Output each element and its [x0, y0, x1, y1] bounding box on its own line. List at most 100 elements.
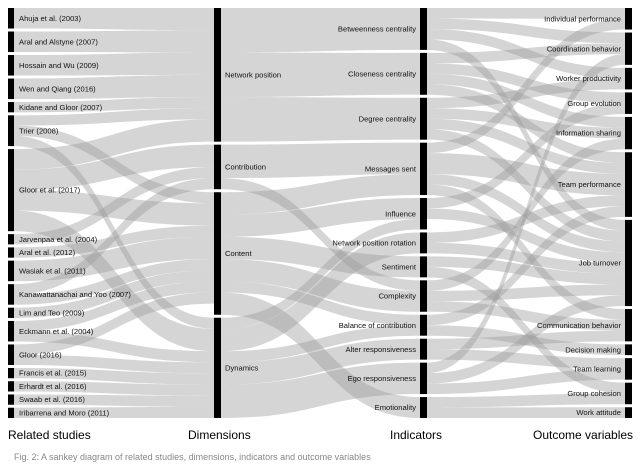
flow-aral-et-al-2012-to-content [14, 225, 214, 258]
flow-eckmann-et-al-2004-to-dynamics [14, 331, 214, 363]
flow-closeness-centrality-to-group-evolution [427, 63, 625, 104]
flow-closeness-centrality-to-coordination-behavior [427, 43, 625, 64]
studies-node-jarvenpaa-et-al-2004 [8, 234, 14, 245]
flow-iribarrena-and-moro-2011-to-dynamics [14, 406, 214, 418]
indicators-label-betweenness-centrality: Betweenness centrality [338, 25, 416, 34]
outcomes-node-communication-behavior [625, 309, 632, 342]
flow-alter-responsiveness-to-communication-behavior [427, 330, 625, 350]
outcomes-label-coordination-behavior: Coordination behavior [547, 44, 622, 53]
flow-kidane-and-gloor-2007-to-network-position [14, 97, 214, 113]
flow-messages-sent-to-job-turnover [427, 174, 625, 253]
flow-gloor-2016-to-content [14, 292, 214, 355]
indicators-label-degree-centrality: Degree centrality [359, 114, 417, 123]
outcomes-label-group-cohesion: Group cohesion [567, 389, 621, 398]
flow-content-to-sentiment [221, 236, 420, 278]
indicators-node-betweenness-centrality [420, 8, 427, 50]
flow-ego-responsiveness-to-job-turnover [427, 295, 625, 384]
flow-messages-sent-to-team-performance [427, 153, 625, 196]
flow-messages-sent-to-communication-behavior [427, 184, 625, 320]
flow-closeness-centrality-to-team-performance [427, 84, 625, 164]
flow-hossain-and-wu-2009-to-network-position [14, 52, 214, 76]
flow-complexity-to-job-turnover [427, 284, 625, 302]
studies-node-ahuja-et-al-2003 [8, 8, 14, 29]
studies-label-ahuja-et-al-2003: Ahuja et al. (2003) [19, 14, 82, 23]
outcomes-label-group-evolution: Group evolution [567, 99, 621, 108]
studies-label-wasiak-et-al-2011: Wasiak et al. (2011) [19, 267, 86, 276]
flow-betweenness-centrality-to-coordination-behavior [427, 18, 625, 44]
flow-content-to-balance-of-contribution [221, 281, 420, 326]
indicators-label-balance-of-contribution: Balance of contribution [339, 321, 416, 330]
outcomes-node-coordination-behavior [625, 32, 632, 65]
flow-kanawattanachai-and-yoo-2007-to-contribution [14, 178, 214, 295]
indicators-node-messages-sent [420, 142, 427, 196]
outcomes-node-work-attitude [625, 407, 632, 418]
dimensions-label-dynamics: Dynamics [225, 363, 259, 372]
dimensions-node-content [214, 192, 221, 315]
flow-wasiak-et-al-2011-to-content [14, 236, 214, 282]
flow-complexity-to-communication-behavior [427, 301, 625, 331]
studies-label-jarvenpaa-et-al-2004: Jarvenpaa et al. (2004) [19, 235, 98, 244]
indicators-node-ego-responsiveness [420, 362, 427, 395]
outcomes-label-team-learning: Team learning [573, 365, 621, 374]
studies-node-francis-et-al-2015 [8, 367, 14, 379]
studies-label-aral-and-alstyne-2007: Aral and Alstyne (2007) [19, 37, 98, 46]
studies-node-aral-et-al-2012 [8, 247, 14, 258]
flow-network-position-rotation-to-team-performance [427, 195, 625, 243]
outcomes-node-individual-performance [625, 8, 632, 30]
indicators-node-balance-of-contribution [420, 314, 427, 336]
flow-closeness-centrality-to-information-sharing [427, 73, 625, 128]
outcomes-label-worker-productivity: Worker productivity [556, 74, 621, 83]
flow-swaab-et-al-2016-to-dynamics [14, 394, 214, 407]
flow-sentiment-to-job-turnover [427, 256, 625, 285]
flow-wen-and-qiang-2016-to-network-position [14, 74, 214, 100]
indicators-label-complexity: Complexity [378, 292, 416, 301]
studies-node-wasiak-et-al-2011 [8, 260, 14, 282]
flow-betweenness-centrality-to-job-turnover [427, 39, 625, 231]
studies-label-iribarrena-and-moro-2011: Iribarrena and Moro (2011) [19, 408, 110, 417]
flow-ahuja-et-al-2003-to-network-position [14, 8, 214, 31]
flow-degree-centrality-to-information-sharing [427, 108, 625, 139]
indicators-node-emotionality [420, 397, 427, 418]
flow-influence-to-group-evolution [427, 103, 625, 209]
flow-francis-et-al-2015-to-dynamics [14, 367, 214, 385]
studies-node-aral-and-alstyne-2007 [8, 31, 14, 53]
flow-gloor-et-al-2017-to-contribution [14, 144, 214, 191]
flow-emotionality-to-group-cohesion [427, 393, 625, 408]
studies-node-hossain-and-wu-2009 [8, 55, 14, 76]
studies-node-lim-and-teo-2009 [8, 307, 14, 318]
heading-related-studies: Related studies [8, 428, 91, 442]
studies-label-francis-et-al-2015: Francis et al. (2015) [19, 369, 87, 378]
flow-betweenness-centrality-to-individual-performance [427, 8, 625, 19]
outcomes-node-group-evolution [625, 92, 632, 114]
indicators-node-alter-responsiveness [420, 338, 427, 360]
indicators-label-messages-sent: Messages sent [365, 164, 417, 173]
dimensions-label-contribution: Contribution [225, 163, 266, 172]
heading-indicators: Indicators [390, 428, 442, 442]
indicators-node-network-position-rotation [420, 232, 427, 254]
flow-trier-2008-to-content [14, 125, 214, 204]
flow-network-position-rotation-to-job-turnover [427, 242, 625, 274]
flow-alter-responsiveness-to-team-learning [427, 349, 625, 369]
flow-betweenness-centrality-to-worker-productivity [427, 28, 625, 79]
flow-gloor-et-al-2017-to-content [14, 190, 214, 226]
flow-dynamics-to-network-position-rotation [221, 232, 420, 352]
studies-label-aral-et-al-2012: Aral et al. (2012) [19, 248, 76, 257]
flow-ego-responsiveness-to-team-learning [427, 368, 625, 395]
outcomes-node-job-turnover [625, 219, 632, 307]
flow-degree-centrality-to-job-turnover [427, 129, 625, 242]
indicators-label-emotionality: Emotionality [375, 403, 417, 412]
flow-lim-and-teo-2009-to-content [14, 270, 214, 318]
studies-node-kanawattanachai-and-yoo-2007 [8, 284, 14, 305]
flow-contribution-to-complexity [221, 178, 420, 291]
outcomes-label-team-performance: Team performance [558, 180, 621, 189]
figure-caption: Fig. 2: A sankey diagram of related stud… [14, 452, 371, 462]
node-labels: Ahuja et al. (2003) Aral and Alstyne (200… [19, 14, 621, 418]
flow-content-to-emotionality [221, 292, 420, 418]
indicators-label-ego-responsiveness: Ego responsiveness [348, 374, 417, 383]
flow-content-to-influence [221, 198, 420, 237]
studies-label-kanawattanachai-and-yoo-2007: Kanawattanachai and Yoo (2007) [19, 290, 131, 299]
studies-label-eckmann-et-al-2004: Eckmann et al. (2004) [19, 327, 94, 336]
studies-label-trier-2008: Trier (2008) [19, 126, 59, 135]
studies-label-gloor-2016: Gloor (2016) [19, 350, 62, 359]
flow-eckmann-et-al-2004-to-content [14, 281, 214, 332]
